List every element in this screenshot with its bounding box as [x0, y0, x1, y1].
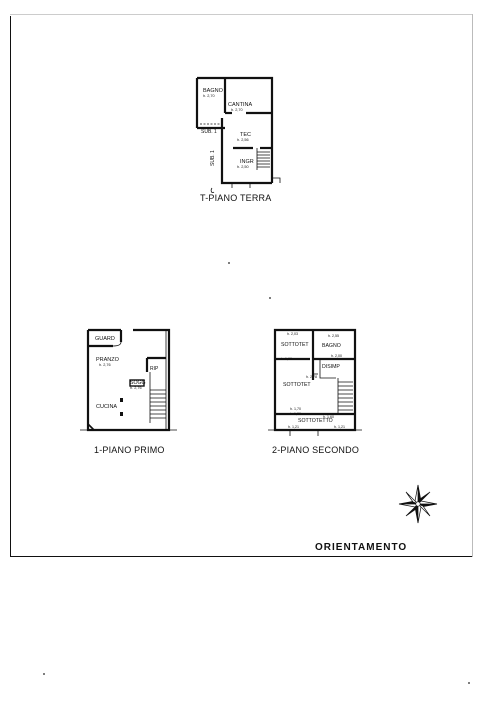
second-floor-caption: 2-PIANO SECONDO [272, 445, 360, 455]
ff-pranzo-height: h. 2,76 [99, 363, 111, 367]
sf-height: h. 1,70 [290, 407, 301, 411]
sheet-right-edge [472, 14, 473, 557]
sf-height: h. 2,00 [331, 354, 342, 358]
sf-height: h. 1,99 [281, 357, 292, 361]
gf-tec-label: TEC [240, 132, 251, 138]
sf-height: h. 1,21 [288, 425, 299, 429]
ff-guard-label: GUARD [95, 336, 115, 342]
sf-sottotet-b-label: SOTTOTET [283, 382, 311, 388]
orientation-label: ORIENTAMENTO [315, 542, 408, 553]
ff-rip-label: RIP [150, 366, 159, 372]
ground-floor-caption: T-PIANO TERRA [200, 193, 272, 203]
scan-speck [468, 682, 470, 684]
sf-disimp-label: DISIMP [322, 364, 340, 370]
sf-height: h. 2,55 [328, 334, 339, 338]
gf-cantina-height: h. 2,70 [231, 108, 243, 112]
sheet-border [10, 16, 473, 557]
sf-sottotetto-label: SOTTOTETTO [298, 418, 333, 424]
gf-tec-height: h. 2,56 [237, 138, 249, 142]
sheet-top-edge [10, 14, 472, 15]
gf-bagno-label: BAGNO [203, 88, 224, 94]
scan-speck [269, 297, 271, 299]
compass-rose-icon [398, 484, 438, 524]
gf-cantina-label: CANTINA [228, 102, 252, 108]
ff-sogg-label: SOGG [130, 380, 146, 386]
sf-bagno-label: BAGNO [322, 343, 341, 349]
first-floor-caption: 1-PIANO PRIMO [94, 445, 165, 455]
ff-sogg-height: h. 2,76 [130, 386, 142, 390]
sf-height: h. 1,60 [323, 415, 334, 419]
gf-bagno-height: h. 2,70 [203, 94, 215, 98]
scan-speck [43, 673, 45, 675]
sf-height: h. 2,78 [306, 375, 317, 379]
gf-sub-label-a: SUB. 1 [201, 129, 217, 135]
gf-ingr-label: INGR [240, 159, 254, 165]
gf-ingr-height: h. 2,50 [237, 165, 249, 169]
gf-sub-label-b: SUB. 1 [210, 150, 216, 166]
ff-pranzo-label: PRANZO [96, 357, 120, 363]
sf-height: h. 1,21 [334, 425, 345, 429]
sf-height: h. 2,03 [287, 332, 298, 336]
scan-speck [228, 262, 230, 264]
ff-cucina-label: CUCINA [96, 404, 117, 410]
sf-sottotet-a-label: SOTTOTET [281, 342, 309, 348]
sf-height: h. 1,20 [290, 412, 301, 416]
